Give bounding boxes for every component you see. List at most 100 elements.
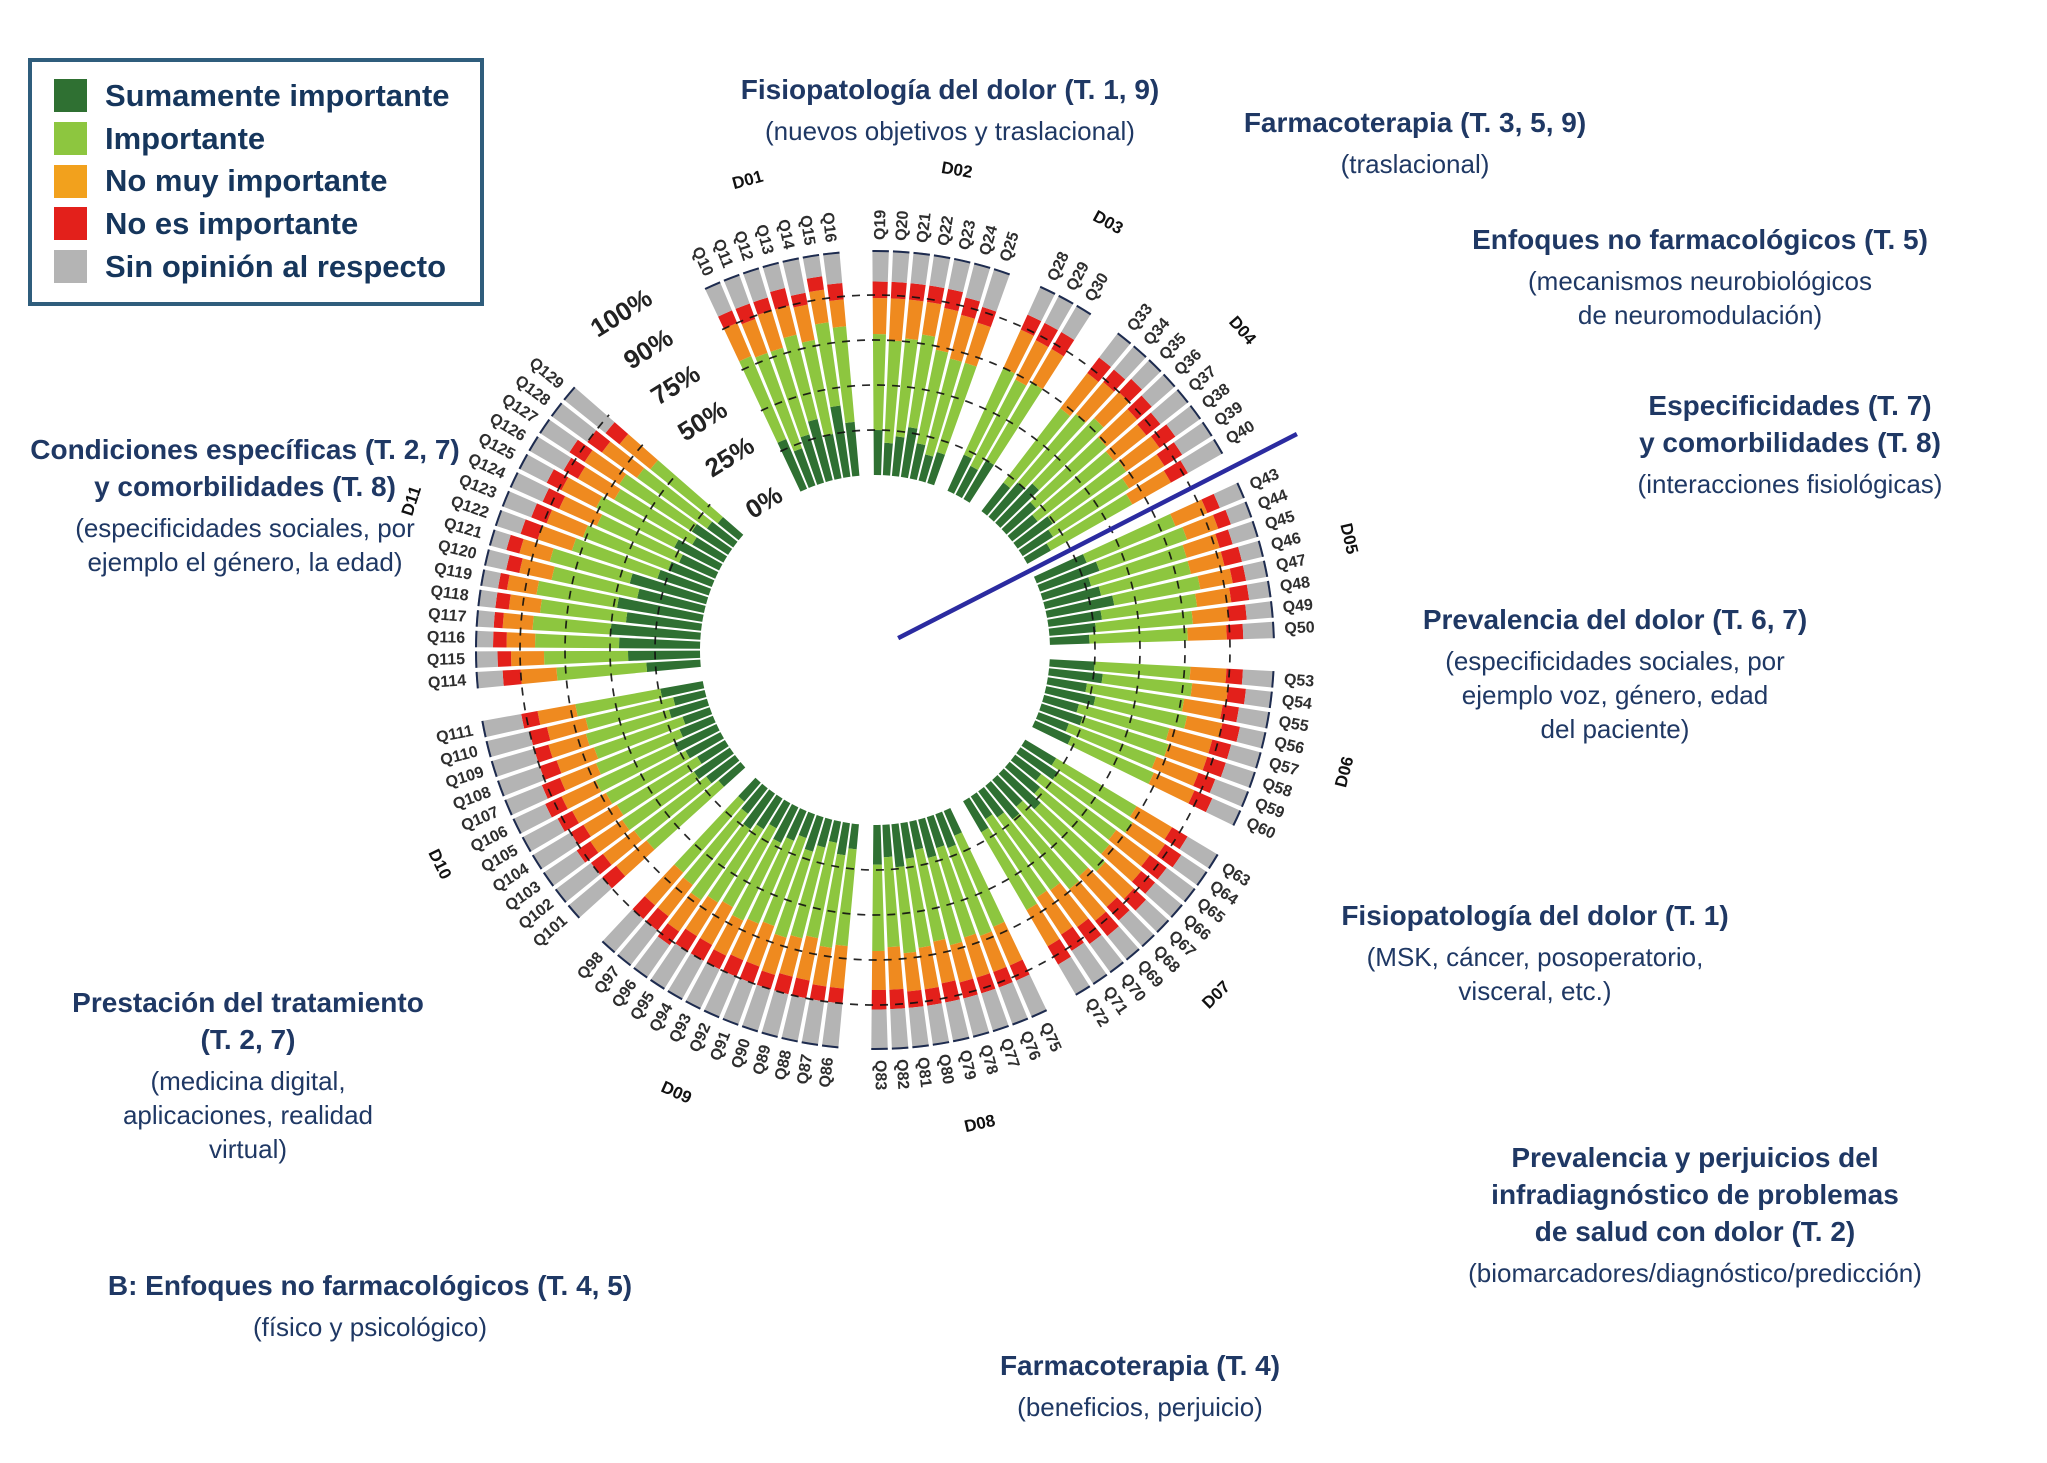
question-label-Q54: Q54 — [1281, 692, 1313, 713]
bar-Q124 — [509, 472, 719, 579]
annotation-farmacoterapia-4: Farmacoterapia (T. 4)(beneficios, perjui… — [920, 1348, 1360, 1425]
bar-Q65 — [1010, 754, 1196, 903]
bar-Q80 — [900, 821, 950, 1046]
question-label-Q20: Q20 — [893, 210, 912, 241]
bar-Q129 — [563, 386, 744, 541]
question-label-Q19: Q19 — [872, 210, 889, 241]
question-label-Q87: Q87 — [794, 1053, 816, 1086]
gridline-25 — [654, 429, 1096, 871]
bar-Q49 — [1048, 601, 1274, 636]
question-label-Q47: Q47 — [1275, 552, 1308, 575]
bar-Q107 — [504, 715, 716, 816]
question-label-Q22: Q22 — [935, 214, 957, 247]
bar-Q116 — [475, 630, 701, 649]
question-label-Q21: Q21 — [914, 212, 934, 244]
bar-Q102 — [554, 754, 740, 903]
annotation-title: Prestación del tratamiento(T. 2, 7) — [72, 987, 424, 1055]
annotation-fisiopatologia-top: Fisiopatología del dolor (T. 1, 9)(nuevo… — [690, 72, 1210, 149]
bar-Q57 — [1042, 694, 1262, 769]
legend-label: Importante — [105, 120, 266, 156]
question-label-Q56: Q56 — [1272, 734, 1305, 757]
question-label-Q53: Q53 — [1283, 671, 1315, 690]
question-label-Q14: Q14 — [774, 218, 797, 251]
domain-label-D07: D07 — [1198, 977, 1234, 1012]
radial-axis-label-25: 25% — [699, 430, 759, 483]
annotation-enfoques-no-farmacologicos-5: Enfoques no farmacológicos (T. 5) (mecani… — [1430, 222, 1970, 333]
legend-swatch-no-es-importante — [54, 207, 87, 241]
domain-label-D02: D02 — [940, 158, 974, 182]
annotation-title: Farmacoterapia (T. 3, 5, 9) — [1243, 107, 1587, 138]
bar-Q111 — [481, 681, 705, 738]
question-label-Q45: Q45 — [1263, 508, 1297, 533]
bar-Q68 — [992, 775, 1155, 948]
radial-axis-label-0: 0% — [740, 479, 788, 524]
annotation-title: Especificidades (T. 7)y comorbilidades (… — [1639, 390, 1941, 458]
bar-Q45 — [1040, 520, 1259, 601]
legend-item: Sin opinión al respecto — [54, 249, 450, 285]
bar-Q35 — [995, 359, 1162, 528]
bar-Q82 — [882, 824, 909, 1050]
domain-label-D08: D08 — [962, 1111, 997, 1136]
bar-Q117 — [475, 610, 701, 640]
question-label-Q46: Q46 — [1269, 530, 1303, 554]
bar-Q125 — [518, 453, 723, 571]
annotation-title: Prevalencia del dolor (T. 6, 7) — [1422, 604, 1808, 635]
bar-Q108 — [497, 707, 713, 797]
bar-Q91 — [722, 811, 816, 1026]
domain-label-D09: D09 — [658, 1077, 694, 1107]
bar-Q88 — [781, 820, 842, 1043]
bar-Q11 — [723, 273, 816, 489]
bar-Q127 — [539, 418, 733, 555]
annotation-subtitle: (nuevos objetivos y traslacional) — [765, 115, 1135, 146]
bar-Q39 — [1018, 421, 1213, 557]
bar-Q33 — [981, 332, 1132, 516]
bar-Q30 — [963, 304, 1092, 503]
radial-axis-label-75: 75% — [645, 358, 705, 411]
legend-label: Sin opinión al respecto — [105, 248, 447, 284]
legend: Sumamente importante Importante No muy i… — [28, 58, 484, 307]
annotation-title: Condiciones específicas (T. 2, 7)y comor… — [30, 434, 460, 502]
annotation-prestacion-tratamiento: Prestación del tratamiento(T. 2, 7)(medi… — [48, 985, 448, 1166]
bar-Q110 — [485, 689, 707, 758]
bar-Q24 — [918, 262, 991, 483]
question-label-Q114: Q114 — [427, 672, 467, 692]
question-label-Q89: Q89 — [750, 1043, 774, 1077]
question-label-Q115: Q115 — [427, 651, 466, 669]
question-label-Q49: Q49 — [1282, 597, 1314, 617]
question-label-Q116: Q116 — [427, 629, 466, 647]
annotation-farmacoterapia-3-5-9: Farmacoterapia (T. 3, 5, 9)(traslacional… — [1195, 105, 1635, 182]
legend-label: Sumamente importante — [105, 78, 450, 113]
gridline-50 — [609, 384, 1141, 916]
bar-Q119 — [480, 569, 704, 622]
bar-Q54 — [1048, 668, 1273, 709]
question-label-Q118: Q118 — [429, 583, 469, 605]
annotation-especificidades-comorbilidades: Especificidades (T. 7)y comorbilidades (… — [1570, 388, 2010, 502]
annotation-prevalencia-dolor-6-7: Prevalencia del dolor (T. 6, 7) (especifi… — [1380, 602, 1850, 746]
question-label-Q15: Q15 — [796, 214, 818, 247]
annotation-subtitle: (biomarcadores/diagnóstico/predicción) — [1468, 1257, 1922, 1288]
question-label-Q16: Q16 — [819, 211, 839, 243]
bar-Q25 — [927, 268, 1011, 486]
bar-Q72 — [963, 797, 1091, 996]
bar-Q71 — [970, 792, 1108, 985]
question-label-Q82: Q82 — [893, 1059, 912, 1090]
question-label-Q78: Q78 — [976, 1043, 1000, 1077]
question-label-Q55: Q55 — [1277, 713, 1310, 735]
legend-label: No es importante — [105, 205, 359, 241]
question-label-Q111: Q111 — [435, 723, 475, 747]
bar-Q38 — [1013, 405, 1202, 549]
legend-swatch-sin-opinion — [54, 249, 87, 283]
bar-Q70 — [978, 786, 1124, 974]
legend-swatch-no-muy-importante — [54, 164, 87, 198]
bar-Q66 — [1004, 761, 1183, 918]
annotation-title: Enfoques no farmacológicos (T. 5) — [1472, 224, 1928, 255]
bar-Q20 — [882, 250, 910, 476]
bar-Q23 — [909, 257, 971, 481]
question-label-Q57: Q57 — [1267, 755, 1301, 780]
bar-Q86 — [821, 823, 859, 1049]
